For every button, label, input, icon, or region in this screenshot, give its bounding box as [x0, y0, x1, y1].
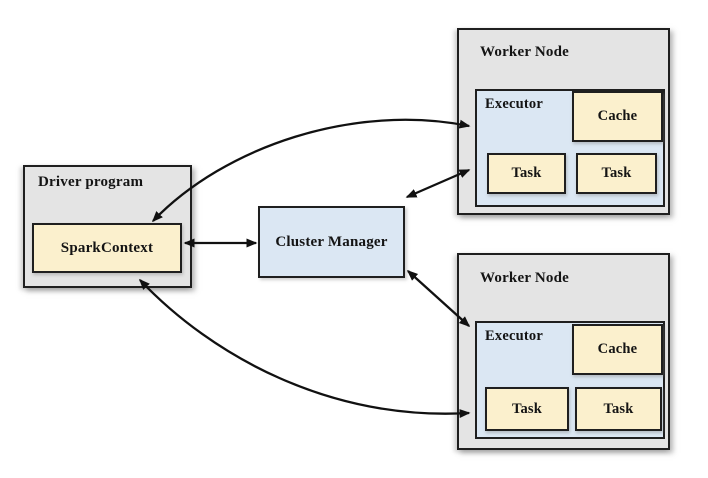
worker-top-executor-panel: Executor Cache Task Task — [475, 89, 665, 207]
cluster-manager-label: Cluster Manager — [275, 233, 388, 250]
worker-top-task-2-label: Task — [601, 165, 632, 181]
worker-node-bottom: Worker Node Executor Cache Task Task — [457, 253, 670, 450]
worker-bottom-cache-label: Cache — [597, 341, 638, 357]
worker-bottom-cache-box: Cache — [572, 324, 663, 375]
worker-node-bottom-label: Worker Node — [480, 270, 569, 286]
worker-top-task-box-1: Task — [487, 153, 566, 194]
cluster-manager-node: Cluster Manager — [258, 206, 405, 278]
worker-top-cache-box: Cache — [572, 91, 663, 142]
worker-bottom-task-box-2: Task — [575, 387, 662, 431]
arrow-sparkcontext-to-worker-bottom — [138, 278, 471, 419]
worker-bottom-executor-label: Executor — [485, 328, 543, 344]
worker-top-cache-label: Cache — [597, 108, 638, 124]
worker-bottom-task-box-1: Task — [485, 387, 569, 431]
worker-top-task-1-label: Task — [511, 165, 542, 181]
worker-node-top: Worker Node Executor Cache Task Task — [457, 28, 670, 215]
worker-bottom-task-1-label: Task — [511, 400, 543, 417]
worker-top-executor-label: Executor — [485, 96, 543, 112]
spark-context-box: SparkContext — [32, 223, 182, 273]
worker-node-top-label: Worker Node — [480, 44, 569, 60]
worker-top-task-box-2: Task — [576, 153, 657, 194]
driver-program-node: Driver program SparkContext — [23, 165, 192, 288]
driver-program-label: Driver program — [38, 174, 144, 190]
spark-context-label: SparkContext — [60, 239, 154, 256]
worker-bottom-task-2-label: Task — [603, 400, 634, 417]
worker-bottom-executor-panel: Executor Cache Task Task — [475, 321, 665, 439]
